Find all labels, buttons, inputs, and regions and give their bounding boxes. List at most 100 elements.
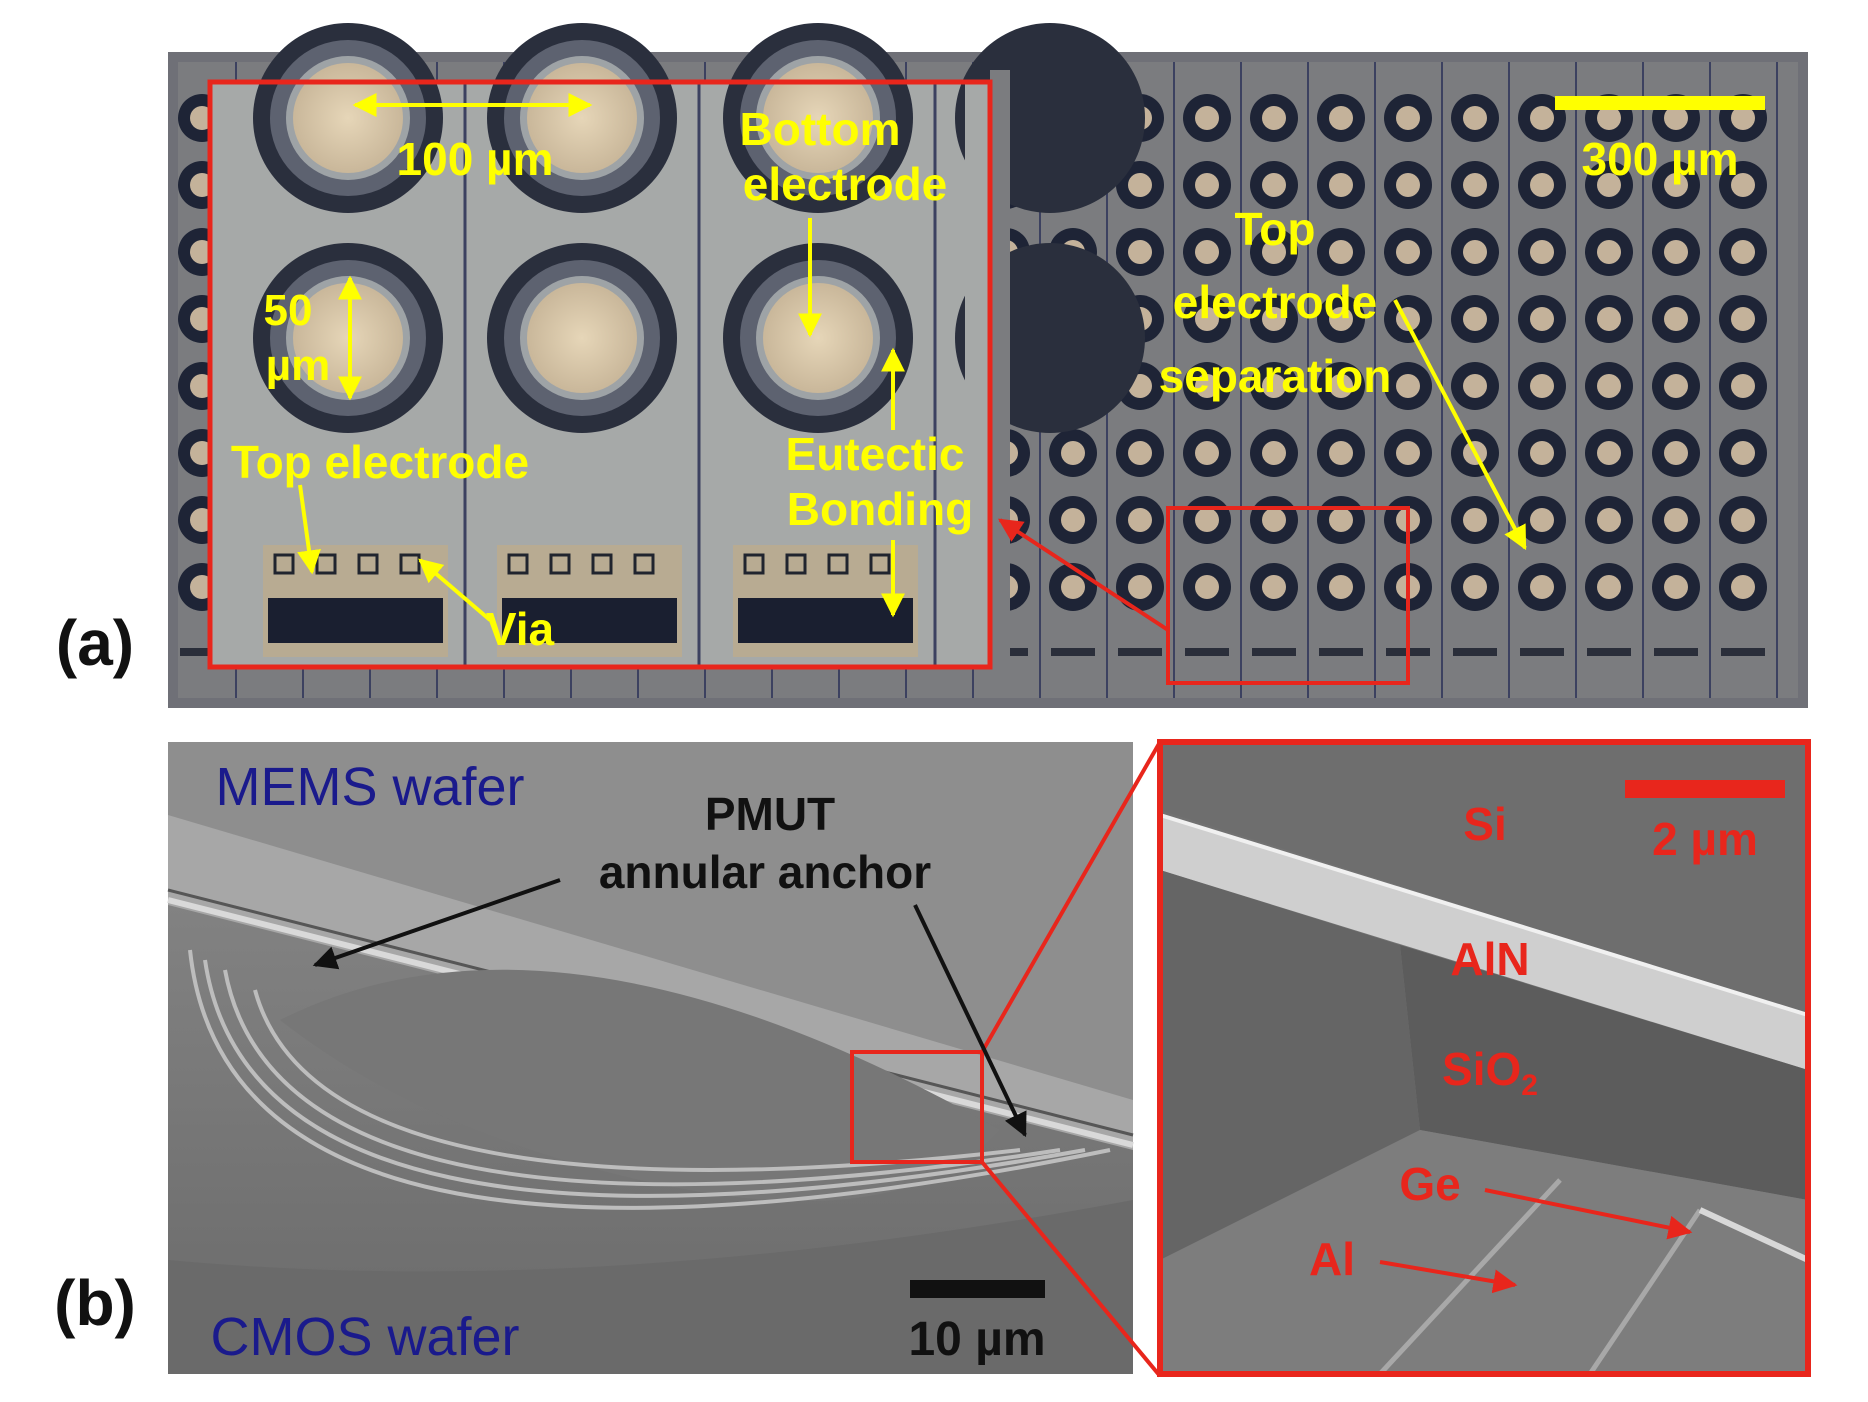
pmut-pad: [1195, 307, 1219, 331]
separation-arrow: [1393, 299, 1527, 551]
inset-via: [273, 553, 295, 575]
pmut-pad: [1396, 240, 1420, 264]
pmut-pad: [1195, 106, 1219, 130]
pad-strip: [180, 648, 224, 656]
pmut-pad: [1463, 307, 1487, 331]
pmut-pad: [1597, 575, 1621, 599]
pmut-pad: [1731, 508, 1755, 532]
pmut-pad: [1128, 240, 1152, 264]
inset-bottom-electrode: [763, 283, 873, 393]
inset-cells: [253, 23, 1145, 680]
inset-via: [869, 553, 891, 575]
cmos-wafer-label: CMOS wafer: [210, 1307, 519, 1367]
pmut-pad: [1195, 374, 1219, 398]
pmut-pad: [1664, 575, 1688, 599]
pmut-pad: [1396, 106, 1420, 130]
pmut-pad: [1195, 173, 1219, 197]
inset-bonding-block: [502, 598, 677, 643]
layer-ge-label: Ge: [1399, 1158, 1460, 1210]
pmut-pad: [1128, 173, 1152, 197]
sem-inset: [1157, 739, 1811, 1377]
separation-label-2: electrode: [1173, 276, 1378, 328]
pmut-pad: [1262, 307, 1286, 331]
inset-via: [743, 553, 765, 575]
layer-sio2-sub: 2: [1521, 1069, 1538, 1102]
pmut-pad: [1597, 508, 1621, 532]
pad-strip: [1587, 648, 1631, 656]
top-electrode-label: Top electrode: [231, 436, 529, 488]
panel-b-tag: (b): [54, 1267, 136, 1339]
pmut-pad: [1195, 508, 1219, 532]
pmut-pad: [1396, 173, 1420, 197]
scale-bar-inset: [1625, 780, 1785, 798]
pmut-pad: [1396, 441, 1420, 465]
inset-bottom-electrode: [293, 63, 403, 173]
pmut-pad: [1463, 106, 1487, 130]
separation-label: Top: [1235, 203, 1316, 255]
inset-bonding-block: [738, 598, 913, 643]
inset-bonding-block: [268, 598, 443, 643]
top-electrode-arrow: [297, 484, 321, 575]
anchor-arrow-left: [312, 878, 561, 970]
via-arrow: [418, 558, 492, 622]
pmut-pad: [1731, 374, 1755, 398]
pmut-pad: [1262, 173, 1286, 197]
inset-via: [357, 553, 379, 575]
sem-main: [167, 742, 1134, 1374]
pmut-pad: [1262, 575, 1286, 599]
pmut-pad: [1664, 173, 1688, 197]
pmut-pad: [1664, 240, 1688, 264]
pmut-pad: [1329, 374, 1353, 398]
selection-box: [1166, 506, 1410, 685]
pmut-pad: [1731, 173, 1755, 197]
bottom-electrode-label: Bottom: [740, 103, 901, 155]
pmut-pad: [1128, 508, 1152, 532]
pmut-pad: [1597, 240, 1621, 264]
inset-edge-mask: [965, 82, 990, 667]
pmut-pad: [1597, 173, 1621, 197]
pmut-pad: [1530, 240, 1554, 264]
pmut-pad: [1597, 106, 1621, 130]
scale-bar-a-label: 300 µm: [1582, 133, 1739, 185]
pmut-pad: [1597, 374, 1621, 398]
pmut-label-2: annular anchor: [599, 846, 931, 898]
pmut-pad: [1329, 240, 1353, 264]
inset-via: [785, 553, 807, 575]
pad-strip: [1252, 648, 1296, 656]
pmut-pad: [1128, 575, 1152, 599]
pmut-pad: [1262, 441, 1286, 465]
layer-aln-label: AlN: [1450, 933, 1529, 985]
eutectic-label: Eutectic: [786, 428, 965, 480]
sem-zoom-connector-top: [980, 741, 1162, 1053]
inset-via: [507, 553, 529, 575]
pmut-pad: [1329, 106, 1353, 130]
pmut-pad: [1195, 575, 1219, 599]
panel-b: MEMS wafer CMOS wafer PMUT annular ancho…: [54, 739, 1811, 1378]
panel-a: 300 µm 100 µm 50 µm Bottom electrode Top…: [56, 23, 1808, 708]
pmut-pad: [1329, 441, 1353, 465]
pmut-pad: [1128, 441, 1152, 465]
pitch-label: 100 µm: [397, 133, 554, 185]
anchor-arrow-right: [913, 904, 1027, 1138]
pad-strip: [1520, 648, 1564, 656]
pmut-pad: [1731, 106, 1755, 130]
inset-edge-cover: [990, 70, 1010, 680]
separation-label-3: separation: [1159, 350, 1392, 402]
pmut-pad: [1329, 307, 1353, 331]
pmut-pad: [1530, 173, 1554, 197]
inset-via: [591, 553, 613, 575]
inset-via: [549, 553, 571, 575]
pad-strip: [1051, 648, 1095, 656]
pad-strip: [1118, 648, 1162, 656]
layer-sio2-label: SiO2: [1442, 1043, 1538, 1102]
pmut-pad: [1262, 240, 1286, 264]
pmut-pad: [1731, 441, 1755, 465]
pad-strip: [1654, 648, 1698, 656]
pmut-pad: [1731, 240, 1755, 264]
pmut-pad: [1396, 374, 1420, 398]
pmut-pad: [1463, 173, 1487, 197]
pmut-pad: [1731, 575, 1755, 599]
bottom-electrode-label-2: electrode: [743, 158, 948, 210]
inset-via: [827, 553, 849, 575]
